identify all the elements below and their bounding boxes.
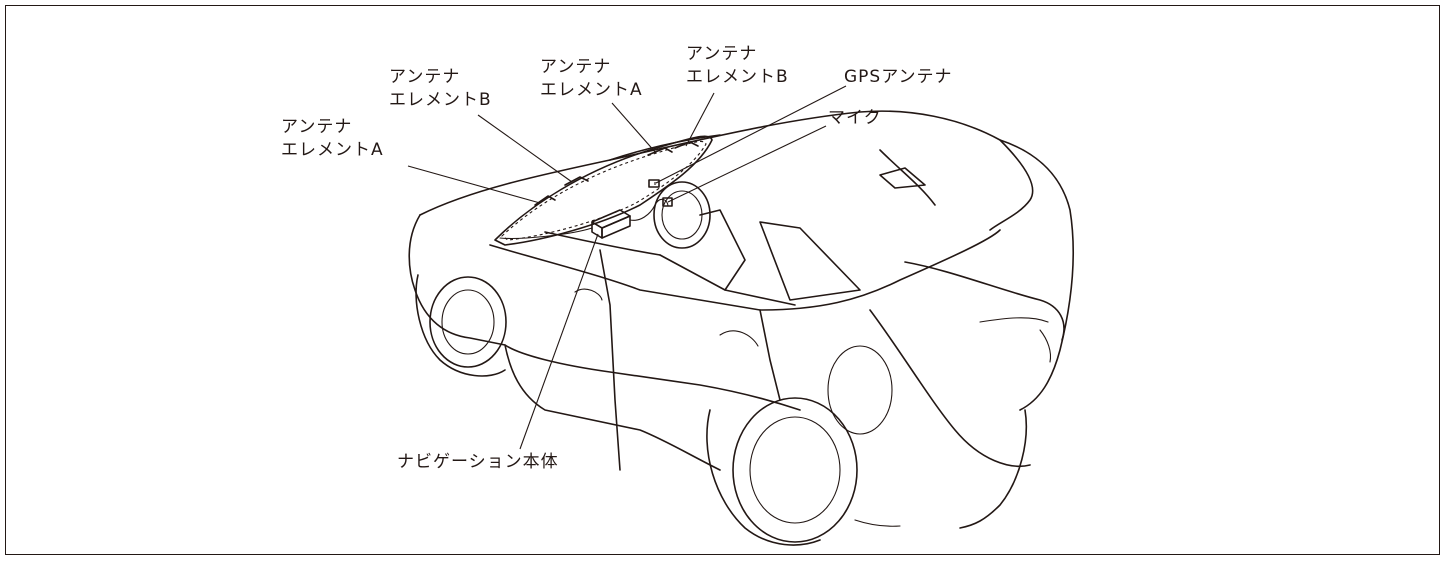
label-antenna-element-a-mid: アンテナ エレメントA bbox=[540, 57, 643, 100]
label-antenna-element-b-right: アンテナ エレメントB bbox=[686, 44, 789, 87]
antenna-element-a-mid bbox=[647, 147, 673, 156]
label-microphone: マイク bbox=[828, 108, 882, 128]
label-antenna-element-a-left: アンテナ エレメントA bbox=[281, 117, 384, 160]
label-navigation-unit: ナビゲーション本体 bbox=[397, 452, 559, 472]
leader-element-a-left bbox=[407, 165, 541, 204]
label-gps-antenna: GPSアンテナ bbox=[844, 67, 953, 87]
leader-gps-antenna bbox=[655, 85, 847, 184]
steering-wheel bbox=[653, 181, 711, 249]
leader-element-b-left bbox=[477, 114, 573, 183]
front-wheel bbox=[415, 274, 507, 377]
diagram-frame bbox=[5, 5, 1440, 555]
antenna-element-b-left bbox=[564, 176, 589, 186]
leader-microphone bbox=[667, 125, 827, 203]
antenna-element-b-right bbox=[674, 141, 699, 149]
gps-antenna-unit bbox=[648, 179, 660, 188]
leader-element-a-mid bbox=[611, 102, 657, 154]
antenna-element-a-left bbox=[534, 195, 556, 206]
leader-element-b-right bbox=[685, 92, 715, 147]
windshield bbox=[494, 135, 713, 246]
rear-wheel bbox=[706, 397, 858, 546]
leader-navigation-unit bbox=[519, 233, 599, 450]
rear-details bbox=[827, 329, 1052, 527]
navigation-unit-box bbox=[499, 198, 669, 239]
label-antenna-element-b-left: アンテナ エレメントB bbox=[389, 67, 492, 110]
